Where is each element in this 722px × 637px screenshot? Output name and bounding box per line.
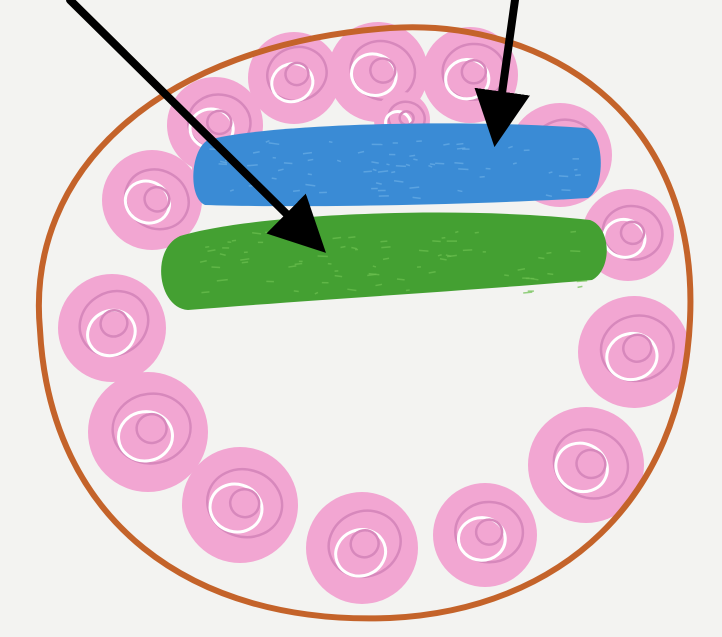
crayon-speck: [442, 238, 446, 239]
crayon-speck: [318, 256, 328, 257]
crayon-speck: [295, 264, 303, 265]
crayon-speck: [419, 250, 428, 251]
crayon-speck: [397, 279, 405, 280]
crayon-speck: [380, 241, 387, 242]
crayon-speck: [578, 286, 583, 287]
crayon-speck: [409, 187, 419, 188]
crayon-speck: [570, 232, 576, 233]
crayon-speck: [383, 258, 389, 259]
crayon-speck: [201, 292, 209, 293]
crayon-speck: [577, 281, 587, 282]
crayon-speck: [308, 159, 314, 160]
crayon-speck: [504, 275, 509, 276]
crayon-speck: [242, 262, 248, 263]
crayon-speck: [272, 178, 277, 179]
crayon-speck: [454, 163, 463, 164]
crayon-speck: [457, 148, 465, 149]
crayon-speck: [211, 267, 220, 268]
crayon-speck: [438, 255, 442, 256]
crayon-speck: [458, 190, 463, 191]
crayon-speck: [413, 197, 421, 198]
crayon-speck: [475, 232, 479, 233]
crayon-speck: [386, 164, 389, 165]
pink-swirl-blob: [306, 492, 418, 604]
crayon-speck: [409, 155, 415, 156]
crayon-speck: [455, 232, 458, 233]
crayon-speck: [308, 174, 312, 175]
crayon-speck: [432, 241, 440, 242]
crayon-speck: [232, 240, 236, 241]
crayon-speck: [373, 266, 376, 267]
crayon-speck: [381, 247, 390, 248]
crayon-speck: [333, 238, 341, 239]
crayon-speck: [430, 164, 435, 165]
pink-swirl-blob: [433, 483, 537, 587]
crayon-speck: [341, 247, 346, 248]
crayon-speck: [348, 237, 355, 238]
crayon-speck: [559, 176, 568, 177]
pink-swirl-blob: [248, 32, 340, 124]
crayon-speck: [547, 274, 553, 275]
crayon-speck: [364, 171, 372, 172]
crayon-speck: [396, 166, 406, 167]
crayon-speck: [458, 169, 468, 170]
crayon-speck: [538, 258, 544, 259]
crayon-speck: [413, 159, 417, 160]
crayon-speck: [293, 190, 300, 191]
crayon-speck: [294, 291, 299, 292]
crayon-speck: [549, 172, 553, 173]
crayon-speck: [513, 163, 517, 164]
pink-swirl-blob: [578, 296, 690, 408]
pink-swirl-blob: [88, 372, 208, 492]
crayon-speck: [329, 142, 332, 143]
crayon-speck: [284, 163, 292, 164]
crayon-speck: [523, 292, 532, 293]
pink-swirl-blob: [58, 274, 166, 382]
crayon-speck: [335, 276, 342, 277]
crayon-speck: [247, 165, 258, 166]
crayon-speck: [546, 253, 551, 254]
pink-swirl-blob: [182, 447, 298, 563]
crayon-speck: [205, 247, 209, 248]
crayon-speck: [391, 172, 395, 173]
crayon-speck: [456, 144, 463, 145]
